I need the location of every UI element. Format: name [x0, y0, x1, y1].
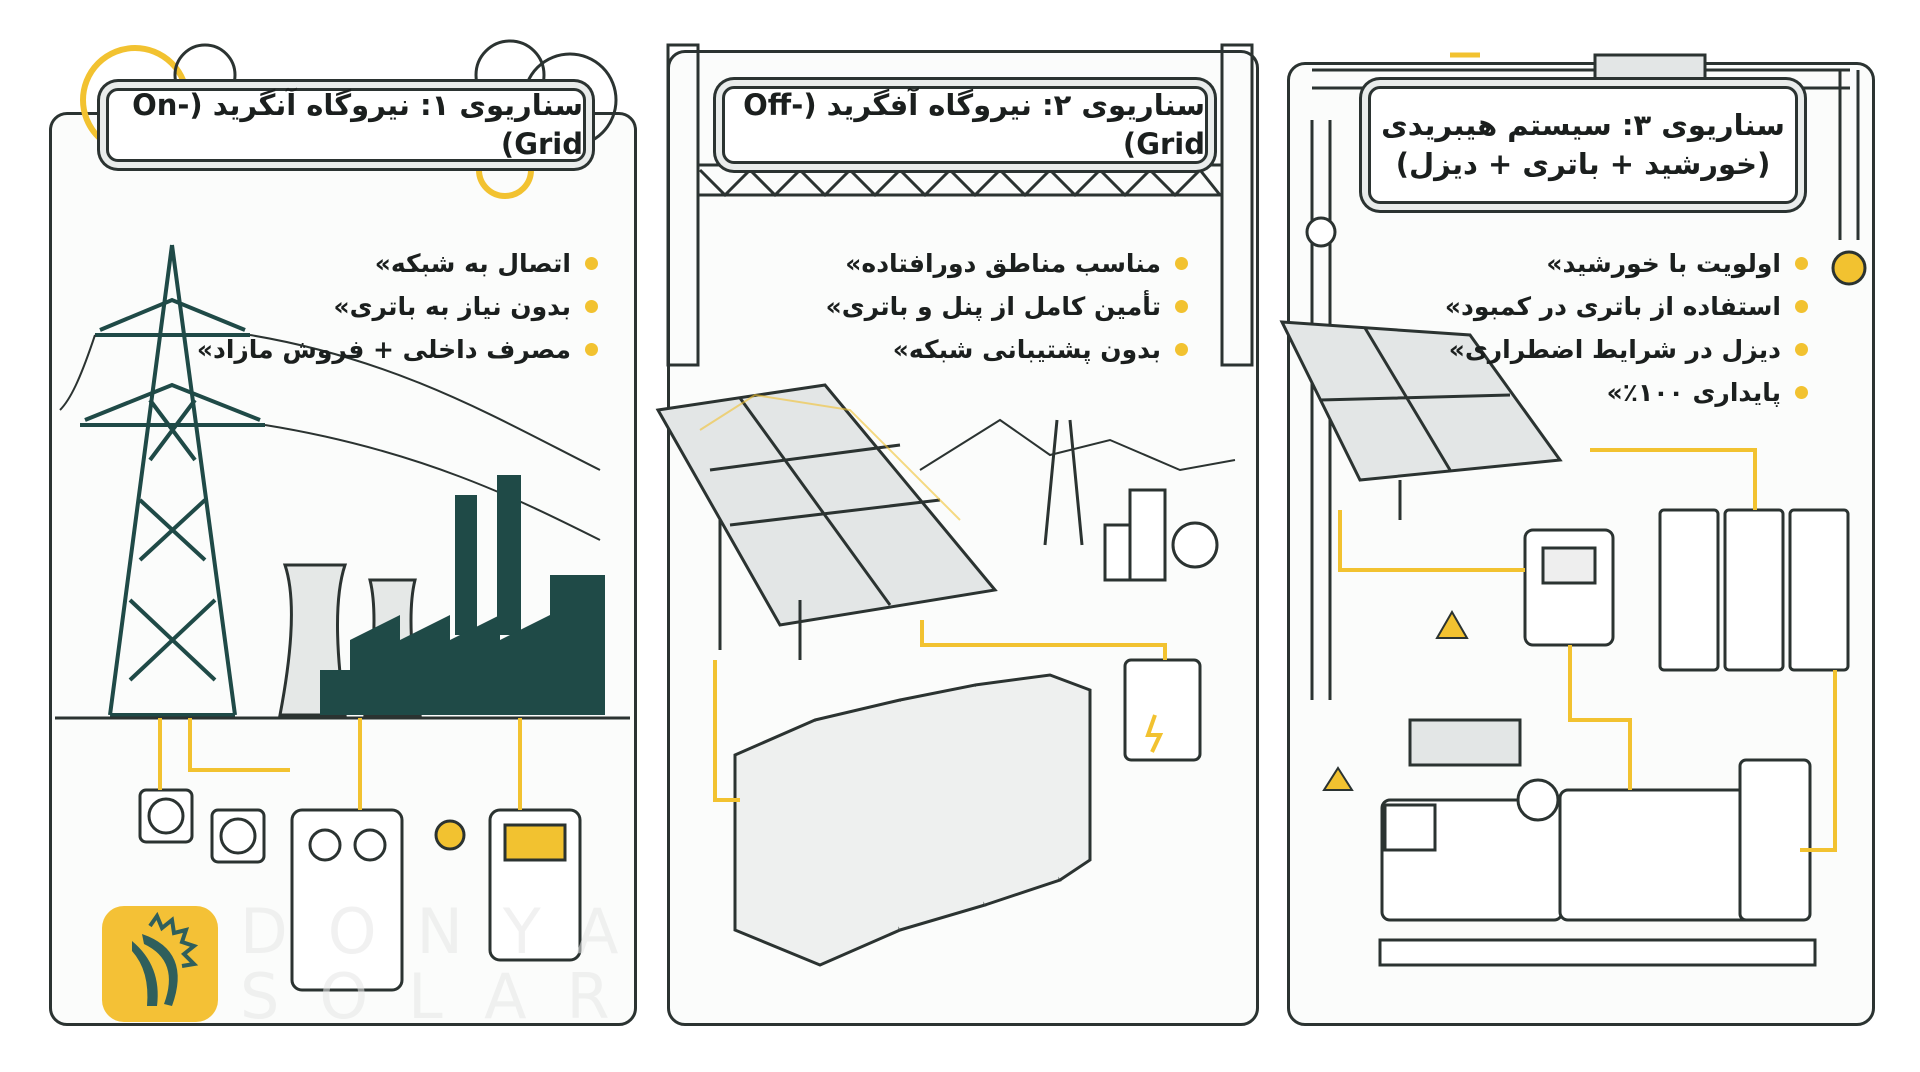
bullet-text: پایداری ۱۰۰٪»: [1606, 378, 1781, 407]
diesel-generator-icon: [1378, 718, 1817, 967]
scenario-3-title: سناریوی ۳: سیستم هیبریدی (خورشید + باتری…: [1368, 86, 1798, 204]
list-item: مصرف داخلی + فروش مازاد»: [197, 328, 598, 371]
bullet-dot-icon: [585, 300, 598, 313]
battery-icon: [733, 673, 1092, 967]
factory-icon: [278, 475, 605, 717]
transmission-tower-icon: [59, 244, 601, 717]
bullet-text: استفاده از باتری در کمبود»: [1444, 292, 1781, 321]
scenario-1-title-text: سناریوی ۱: نیروگاه آنگرید (On-Grid): [132, 87, 583, 161]
mountains: [919, 418, 1236, 472]
scenario-2-bullets: مناسب مناطق دورافتاده» تأمین کامل از پنل…: [826, 242, 1188, 371]
bullet-dot-icon: [1175, 300, 1188, 313]
scenario-3-title-line2: (خورشید + باتری + دیزل): [1395, 147, 1771, 181]
list-item: اولویت با خورشید»: [1445, 242, 1808, 285]
bullet-text: اولویت با خورشید»: [1546, 249, 1781, 278]
warning-icon: [1322, 609, 1469, 791]
bullet-dot-icon: [1795, 386, 1808, 399]
list-item: پایداری ۱۰۰٪»: [1445, 371, 1808, 414]
list-item: مناسب مناطق دورافتاده»: [826, 242, 1188, 285]
bullet-dot-icon: [1795, 257, 1808, 270]
bullet-dot-icon: [1175, 257, 1188, 270]
list-item: اتصال به شبکه»: [197, 242, 598, 285]
solar-panel-icon: [655, 383, 998, 660]
scenario-1-bullets: اتصال به شبکه» بدون نیاز به باتری» مصرف …: [197, 242, 598, 371]
scenario-2-title: سناریوی ۲: نیروگاه آفگرید (Off-Grid): [722, 86, 1208, 164]
sun-logo-icon: [102, 906, 218, 1022]
bullet-dot-icon: [1795, 343, 1808, 356]
bullet-text: دیزل در شرایط اضطراری»: [1448, 335, 1781, 364]
tower-and-plant: [1043, 419, 1219, 582]
scenario-3-bullets: اولویت با خورشید» استفاده از باتری در کم…: [1445, 242, 1808, 414]
bullet-dot-icon: [1795, 300, 1808, 313]
battery-icon: [1658, 508, 1850, 672]
bullet-text: اتصال به شبکه»: [374, 249, 571, 278]
watermark-line1: DONYA: [240, 895, 659, 968]
bullet-dot-icon: [1175, 343, 1188, 356]
bullet-text: تأمین کامل از پنل و باتری»: [825, 292, 1161, 321]
bullet-text: بدون نیاز به باتری»: [333, 292, 571, 321]
list-item: تأمین کامل از پنل و باتری»: [826, 285, 1188, 328]
watermark-line2: SOLAR: [240, 960, 650, 1033]
scenario-2-title-text: سناریوی ۲: نیروگاه آفگرید (Off-Grid): [743, 87, 1205, 161]
inverter-icon: [1123, 658, 1202, 762]
bullet-dot-icon: [585, 343, 598, 356]
bullet-text: مصرف داخلی + فروش مازاد»: [196, 335, 571, 364]
scenario-3-title-line1: سناریوی ۳: سیستم هیبریدی: [1381, 107, 1785, 142]
bullet-dot-icon: [585, 257, 598, 270]
bullet-text: مناسب مناطق دورافتاده»: [845, 249, 1161, 278]
inverter-icon: [1523, 528, 1615, 647]
list-item: دیزل در شرایط اضطراری»: [1445, 328, 1808, 371]
solar-panel-icon: [1279, 320, 1563, 525]
list-item: استفاده از باتری در کمبود»: [1445, 285, 1808, 328]
scenario-1-title: سناریوی ۱: نیروگاه آنگرید (On-Grid): [106, 88, 586, 162]
gauge-icon: [138, 788, 582, 992]
list-item: بدون نیاز به باتری»: [197, 285, 598, 328]
truss-frame: [666, 43, 1254, 367]
list-item: بدون پشتیبانی شبکه»: [826, 328, 1188, 371]
bullet-text: بدون پشتیبانی شبکه»: [892, 335, 1161, 364]
